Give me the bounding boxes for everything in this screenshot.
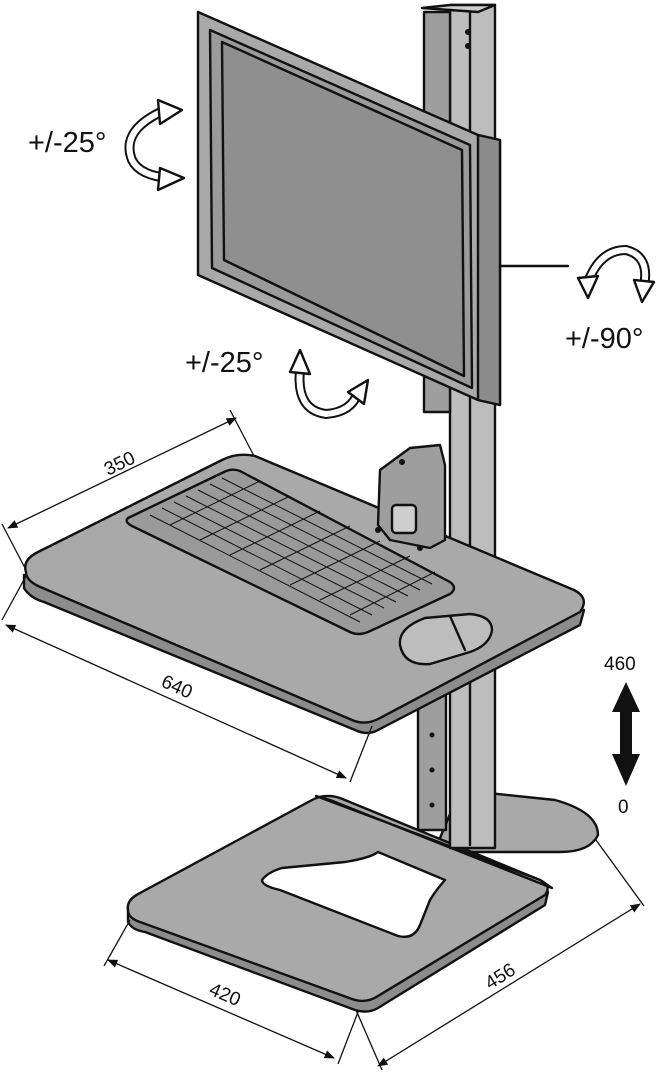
monitor-bracket: [375, 443, 447, 551]
dim-tray-width: 640: [158, 671, 196, 703]
rotate-label: +/-90°: [565, 323, 644, 355]
keyboard-tray: [22, 453, 586, 735]
dimension-lines: [1, 409, 645, 1071]
dim-tray-depth: 350: [101, 448, 139, 481]
dim-base-depth: 456: [482, 960, 520, 995]
height-max-label: 460: [604, 654, 636, 675]
tilt-arrow-icon: [124, 98, 186, 192]
dim-base-width: 420: [206, 979, 243, 1011]
base-plate: [126, 788, 600, 1013]
height-min-label: 0: [618, 797, 629, 818]
tilt-label: +/-25°: [28, 127, 107, 159]
swivel-arrow-icon: [288, 348, 370, 420]
monitor: [196, 10, 570, 407]
rotate-arrow-icon: [576, 244, 656, 304]
height-arrow-icon: [612, 682, 640, 786]
swivel-label: +/-25°: [185, 347, 264, 379]
